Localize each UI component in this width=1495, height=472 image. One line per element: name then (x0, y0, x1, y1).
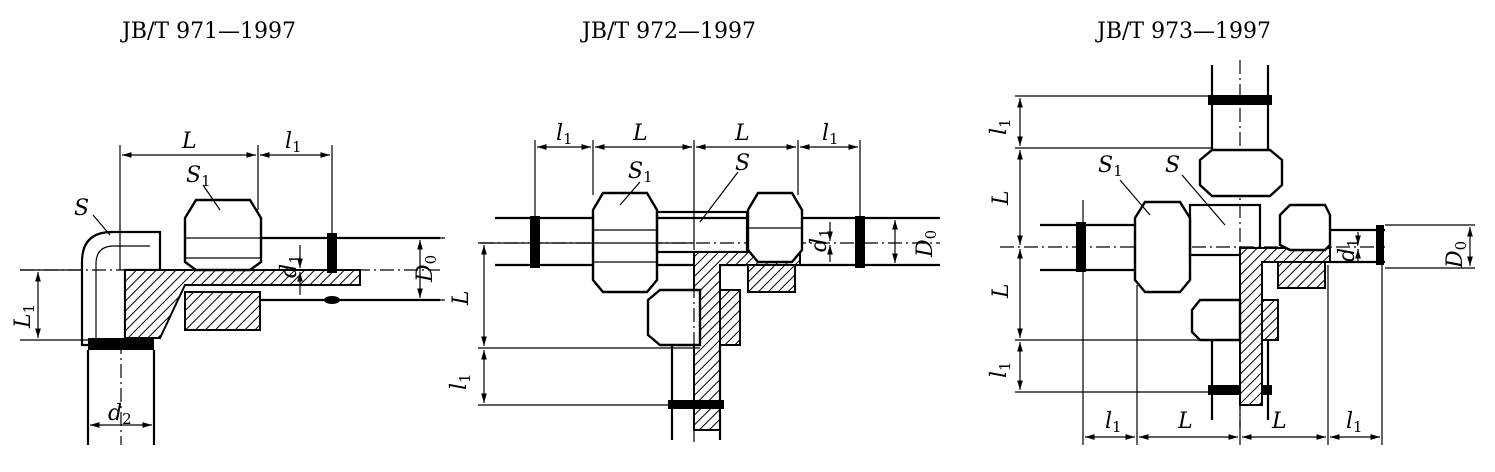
dim-l1-top: l1 (987, 118, 1014, 135)
dim-l1-middle: l1 (987, 361, 1014, 378)
dim-L-top: L (989, 190, 1014, 206)
figure-jb-t-973: JB/T 973—1997 S1 S (987, 19, 1475, 445)
dim-L-bottom-left: L (1177, 409, 1193, 434)
label-S: S (735, 151, 750, 176)
dim-D0: D0 (913, 230, 940, 258)
dim-d1: d1 (1335, 238, 1362, 262)
dim-l1-bottom-left: l1 (1105, 409, 1122, 436)
label-S: S (74, 196, 89, 221)
dim-l1-bottom-right: l1 (1346, 409, 1363, 436)
dim-L1: L1 (11, 304, 38, 329)
figure-title: JB/T 972—1997 (580, 19, 756, 44)
figure-jb-t-971: JB/T 971—1997 L l1 S1 S d1 (11, 19, 445, 445)
label-S1: S1 (186, 163, 211, 190)
dim-d1: d1 (277, 254, 304, 278)
dim-L-bottom-right: L (1271, 409, 1287, 434)
label-S1: S1 (1098, 153, 1123, 180)
dim-L-right: L (734, 121, 750, 146)
dim-d1: d1 (807, 228, 834, 252)
dim-L-left: L (632, 121, 648, 146)
dim-D0: D0 (1443, 241, 1470, 269)
dim-D0: D0 (413, 255, 440, 283)
dim-l1-right: l1 (822, 121, 839, 148)
dim-L-middle: L (989, 283, 1014, 299)
dim-l1: l1 (285, 129, 302, 156)
label-S: S (1165, 153, 1180, 178)
figure-title: JB/T 971—1997 (120, 19, 296, 44)
dim-l1-left: l1 (556, 121, 573, 148)
dim-L-vertical: L (449, 290, 474, 306)
figure-title: JB/T 973—1997 (1095, 19, 1271, 44)
figure-jb-t-972: JB/T 972—1997 l1 L L l1 S1 (447, 19, 940, 445)
dim-d2: d2 (108, 401, 132, 428)
dim-l1-vertical: l1 (447, 373, 474, 390)
dim-L: L (181, 129, 197, 154)
label-S1: S1 (628, 159, 653, 186)
